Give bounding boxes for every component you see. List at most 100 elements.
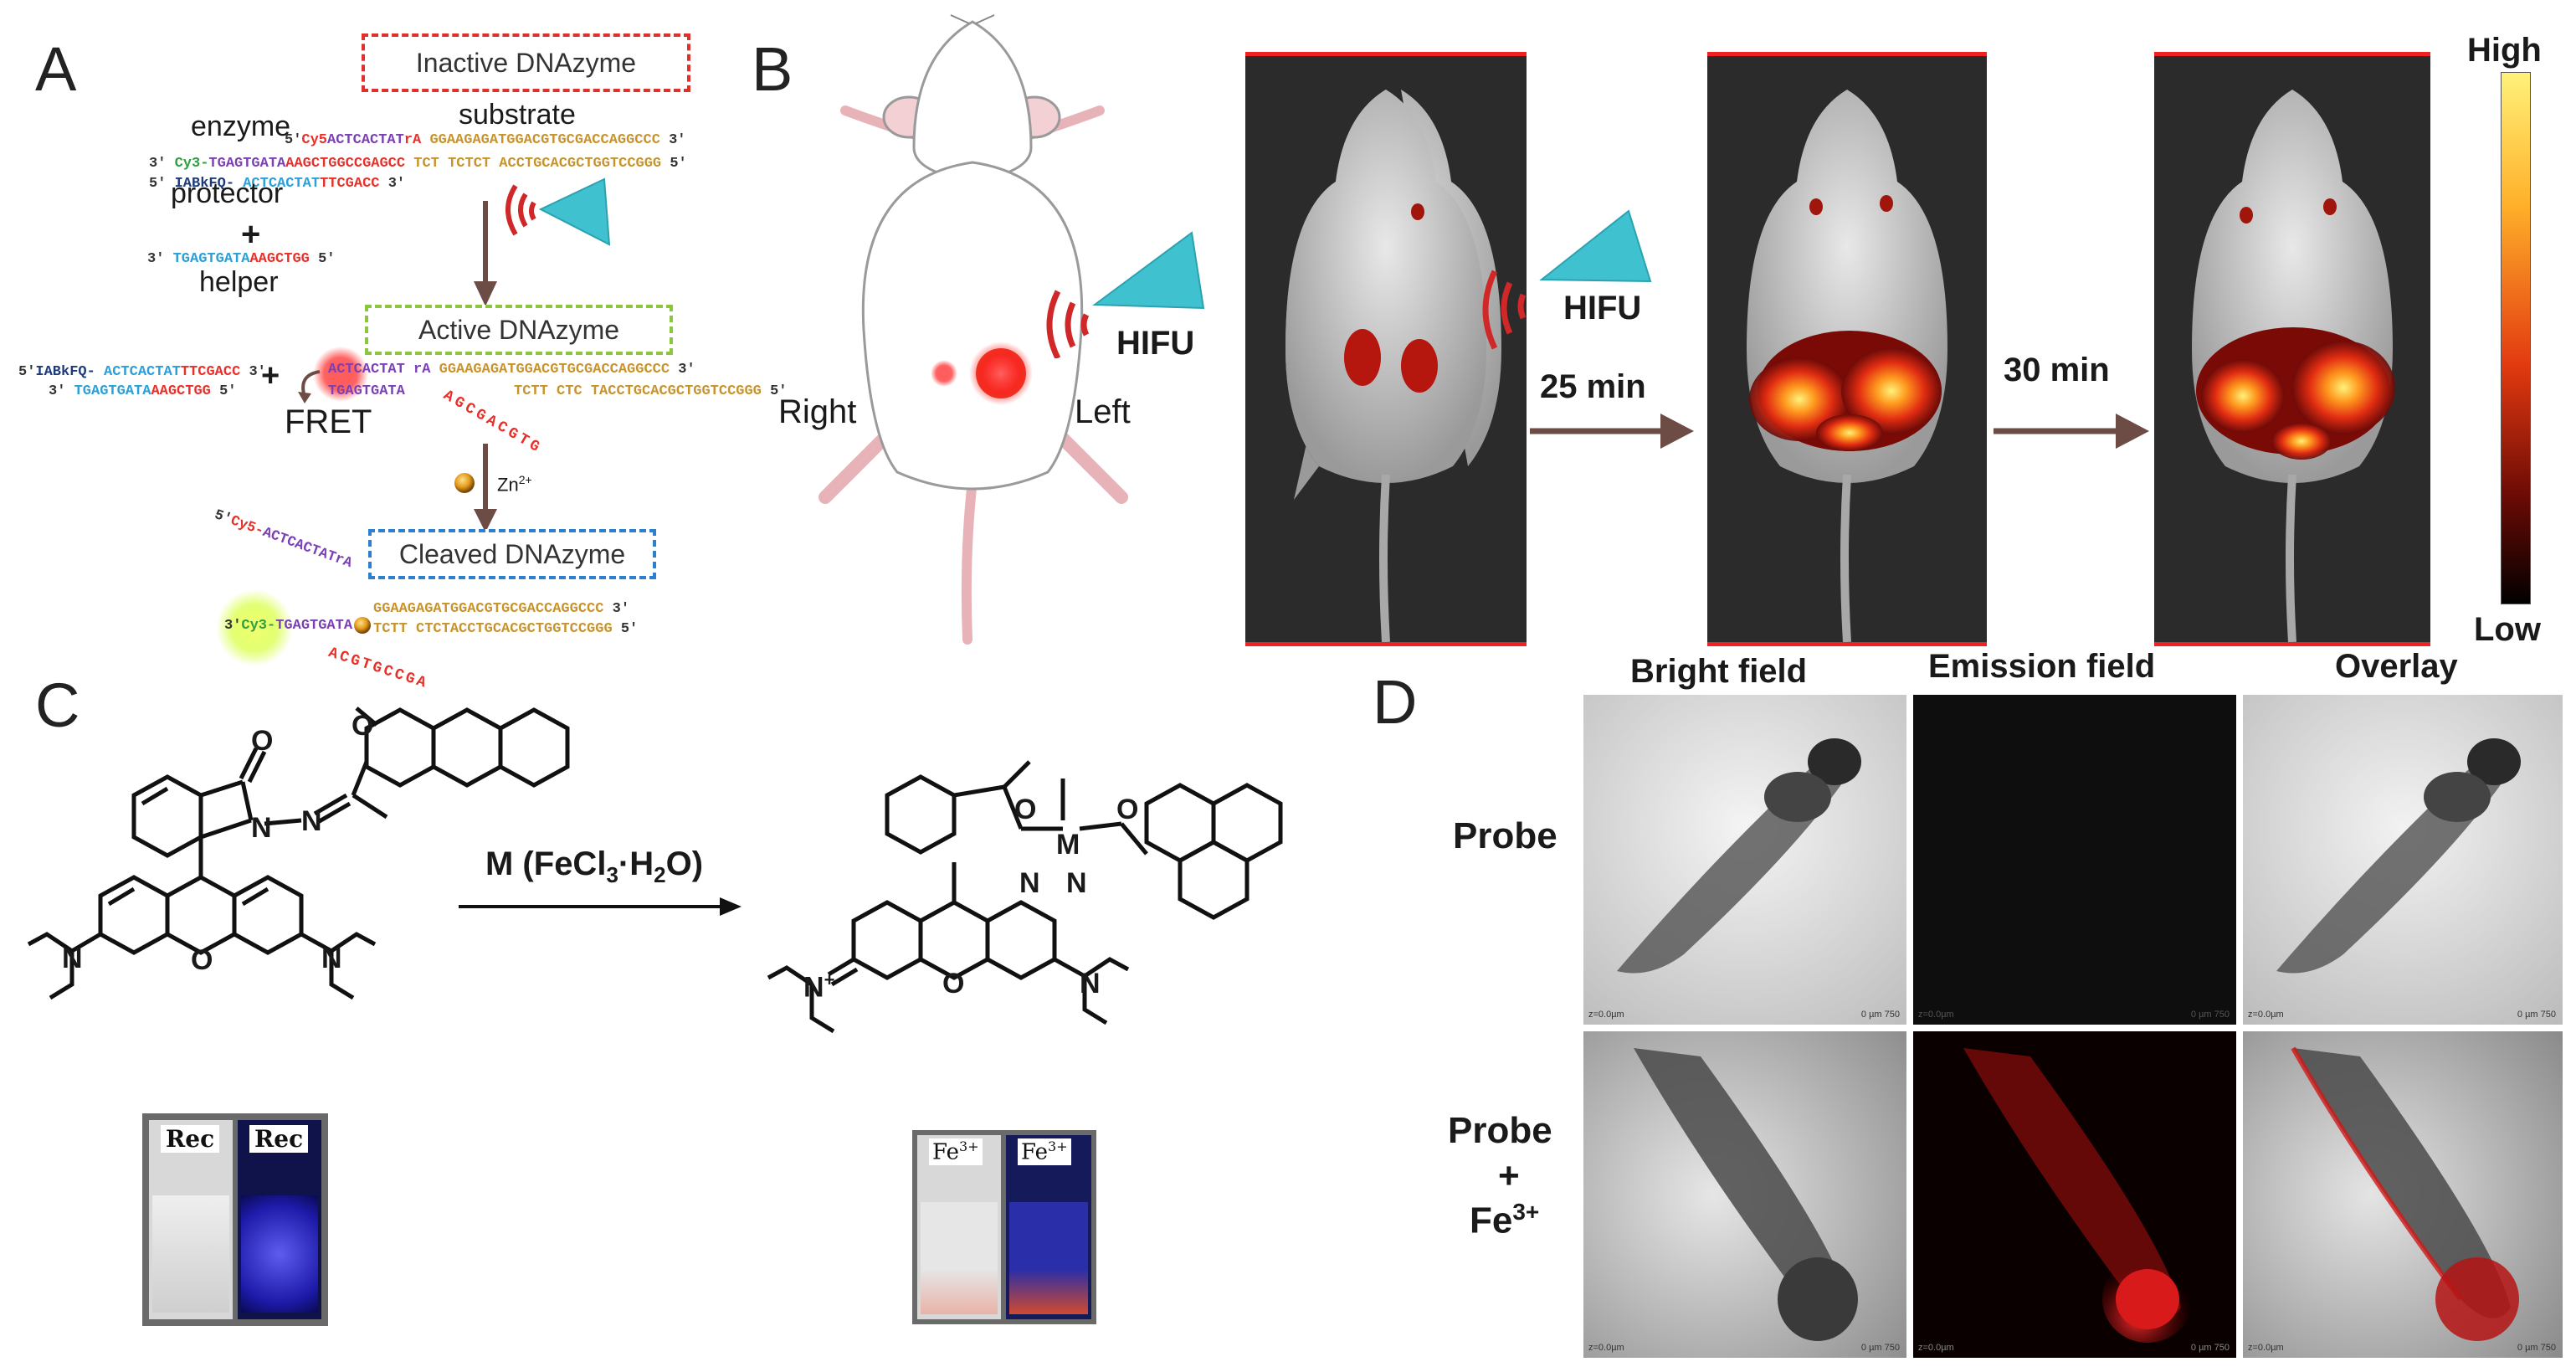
colorbar-low-label: Low (2474, 611, 2541, 648)
cleaved-fragment: 5'Cy5-ACTCACTATrA (212, 507, 354, 573)
helper-label: helper (199, 266, 279, 298)
hifu-label-2: HIFU (1563, 290, 1642, 326)
cleaved-top-strand: GGAAGAGATGGACGTGCGACCAGGCCC 3' (373, 601, 630, 617)
helper-duplex-bottom: 3' TGAGTGATAAAGCTGG 5' (49, 383, 237, 399)
mouse-cartoon-illustration (818, 14, 1128, 645)
z-label-5: z=0.0µm (1918, 1343, 1954, 1353)
atom-n-1: N (251, 812, 272, 844)
cleaved-loop: ACGTGCCGA (326, 645, 431, 693)
complex-atom-o3: O (942, 968, 965, 1000)
arrow-down-1 (474, 201, 497, 306)
helper-sequence: 3' TGAGTGATAAAGCTGG 5' (147, 251, 336, 267)
chemical-structure-probe (27, 707, 570, 1000)
enzyme-label: enzyme (191, 110, 291, 142)
fret-glow-red (313, 347, 368, 402)
row-label-probe-fe-ion: Fe3+ (1470, 1199, 1540, 1241)
plus-sign-a: + (241, 216, 261, 253)
right-side-label: Right (778, 393, 857, 430)
zinc-ion-icon (454, 473, 475, 493)
row-label-probe-fe-1: Probe (1448, 1110, 1552, 1151)
fluorescence-image-30min (2154, 52, 2430, 646)
column-label-overlay: Overlay (2335, 648, 2458, 685)
substrate-sequence: 5'Cy5ACTCACTATrA GGAAGAGATGGACGTGCGACCAG… (285, 132, 686, 148)
scale-bar-5: 0 µm 750 (2190, 1343, 2230, 1353)
zebrafish-probe-emission: z=0.0µm 0 µm 750 (1913, 695, 2236, 1025)
vial-rec-uv: Rec (238, 1120, 321, 1319)
complex-atom-m: M (1056, 829, 1080, 861)
zebrafish-fe-overlay: z=0.0µm 0 µm 750 (2243, 1031, 2563, 1358)
active-dnazyme-label: Active DNAzyme (418, 314, 620, 345)
arrow-right-2 (1994, 414, 2149, 449)
panel-label-c: C (35, 671, 80, 740)
arrow-down-2 (474, 444, 497, 532)
vial-rec-label-2: Rec (249, 1125, 309, 1153)
substrate-label: substrate (459, 99, 576, 131)
fret-curl-arrow (298, 370, 321, 403)
row-label-probe: Probe (1453, 815, 1557, 856)
complex-atom-n2: N (1066, 867, 1087, 899)
panel-label-d: D (1373, 667, 1418, 737)
vial-rec-label-1: Rec (161, 1125, 220, 1153)
complex-atom-o2: O (1116, 794, 1139, 825)
time-label-25min: 25 min (1540, 368, 1646, 405)
zebrafish-fe-emission: z=0.0µm 0 µm 750 (1913, 1031, 2236, 1358)
atom-n-amine-right: N (321, 943, 342, 974)
z-label-1: z=0.0µm (1588, 1010, 1624, 1020)
z-label-3: z=0.0µm (2248, 1010, 2284, 1020)
cleaved-dnazyme-label: Cleaved DNAzyme (398, 538, 626, 569)
colorbar-high-label: High (2467, 32, 2542, 69)
reaction-arrow (459, 897, 741, 916)
column-label-emission-field: Emission field (1928, 648, 2156, 685)
cleaved-dnazyme-box: Cleaved DNAzyme (368, 529, 656, 579)
vial-photo-rec: Rec Rec (142, 1113, 328, 1326)
atom-n-2: N (301, 805, 322, 837)
plus-sign-active: + (261, 358, 280, 393)
cleaved-bottom-strand: TCTT CTCTACCTGCACGCTGGTCCGGG 5' (373, 621, 639, 637)
atom-o-xanthene: O (191, 944, 213, 976)
colorbar (2501, 72, 2531, 604)
complex-atom-o1: O (1014, 794, 1037, 825)
scale-bar-3: 0 µm 750 (2517, 1010, 2556, 1020)
vial-fe-uv: Fe3+ (1006, 1135, 1091, 1319)
arrow-right-1 (1530, 414, 1694, 449)
vial-fe-label-2: Fe3+ (1018, 1138, 1071, 1165)
fret-label: FRET (285, 403, 372, 440)
vial-fe-label-1: Fe3+ (929, 1138, 983, 1165)
z-label-6: z=0.0µm (2248, 1343, 2284, 1353)
complex-atom-n1: N (1019, 867, 1040, 899)
scale-bar-1: 0 µm 750 (1860, 1010, 1900, 1020)
panel-label-a: A (35, 34, 77, 104)
vial-rec-daylight: Rec (149, 1120, 233, 1319)
reaction-reagent-label: M (FeCl3·H2O) (485, 845, 704, 887)
zebrafish-fe-bright: z=0.0µm 0 µm 750 (1583, 1031, 1906, 1358)
scale-bar-4: 0 µm 750 (1860, 1343, 1900, 1353)
column-label-bright-field: Bright field (1630, 653, 1808, 690)
zinc-ion-label: Zn2+ (497, 473, 532, 496)
row-label-probe-fe-plus: + (1498, 1155, 1520, 1196)
fluorescence-image-25min (1707, 52, 1987, 646)
active-bottom-strand: TGAGTGATA TCTT CTC TACCTGCACGCTGGTCCGGG … (328, 383, 788, 399)
z-label-2: z=0.0µm (1918, 1010, 1954, 1020)
inactive-dnazyme-box: Inactive DNAzyme (362, 33, 690, 92)
protector-helper-duplex: 5'IABkFQ- ACTCACTATTTCGACC 3' (18, 364, 266, 380)
scale-bar-6: 0 µm 750 (2517, 1343, 2556, 1353)
enzyme-sequence: 3' Cy3-TGAGTGATAAAGCTGGCCGAGCC TCT TCTCT… (149, 156, 687, 172)
atom-n-amine-left: N (62, 943, 83, 974)
vial-fe-daylight: Fe3+ (917, 1135, 1001, 1319)
cy3-glow-green (216, 589, 293, 666)
time-label-30min: 30 min (2004, 352, 2110, 388)
hifu-transducer-mouse-icon (1046, 231, 1205, 358)
inactive-dnazyme-label: Inactive DNAzyme (415, 47, 637, 78)
complex-atom-nplus: N+ (803, 969, 835, 1004)
fluorescence-image-before (1245, 52, 1527, 646)
atom-o-coumarin: O (352, 710, 374, 742)
vial-photo-fe: Fe3+ Fe3+ (912, 1130, 1096, 1324)
complex-atom-n-amine: N (1080, 968, 1101, 1000)
active-dnazyme-box: Active DNAzyme (365, 305, 673, 355)
left-side-label: Left (1075, 393, 1131, 430)
chemical-structure-complex (767, 760, 1283, 1034)
active-top-strand: ACTCACTAT rA GGAAGAGATGGACGTGCGACCAGGCCC… (328, 362, 695, 378)
protector-sequence: 5' IABkFQ- ACTCACTATTTCGACC 3' (149, 176, 406, 192)
panel-label-b: B (752, 34, 793, 104)
scale-bar-2: 0 µm 750 (2190, 1010, 2230, 1020)
